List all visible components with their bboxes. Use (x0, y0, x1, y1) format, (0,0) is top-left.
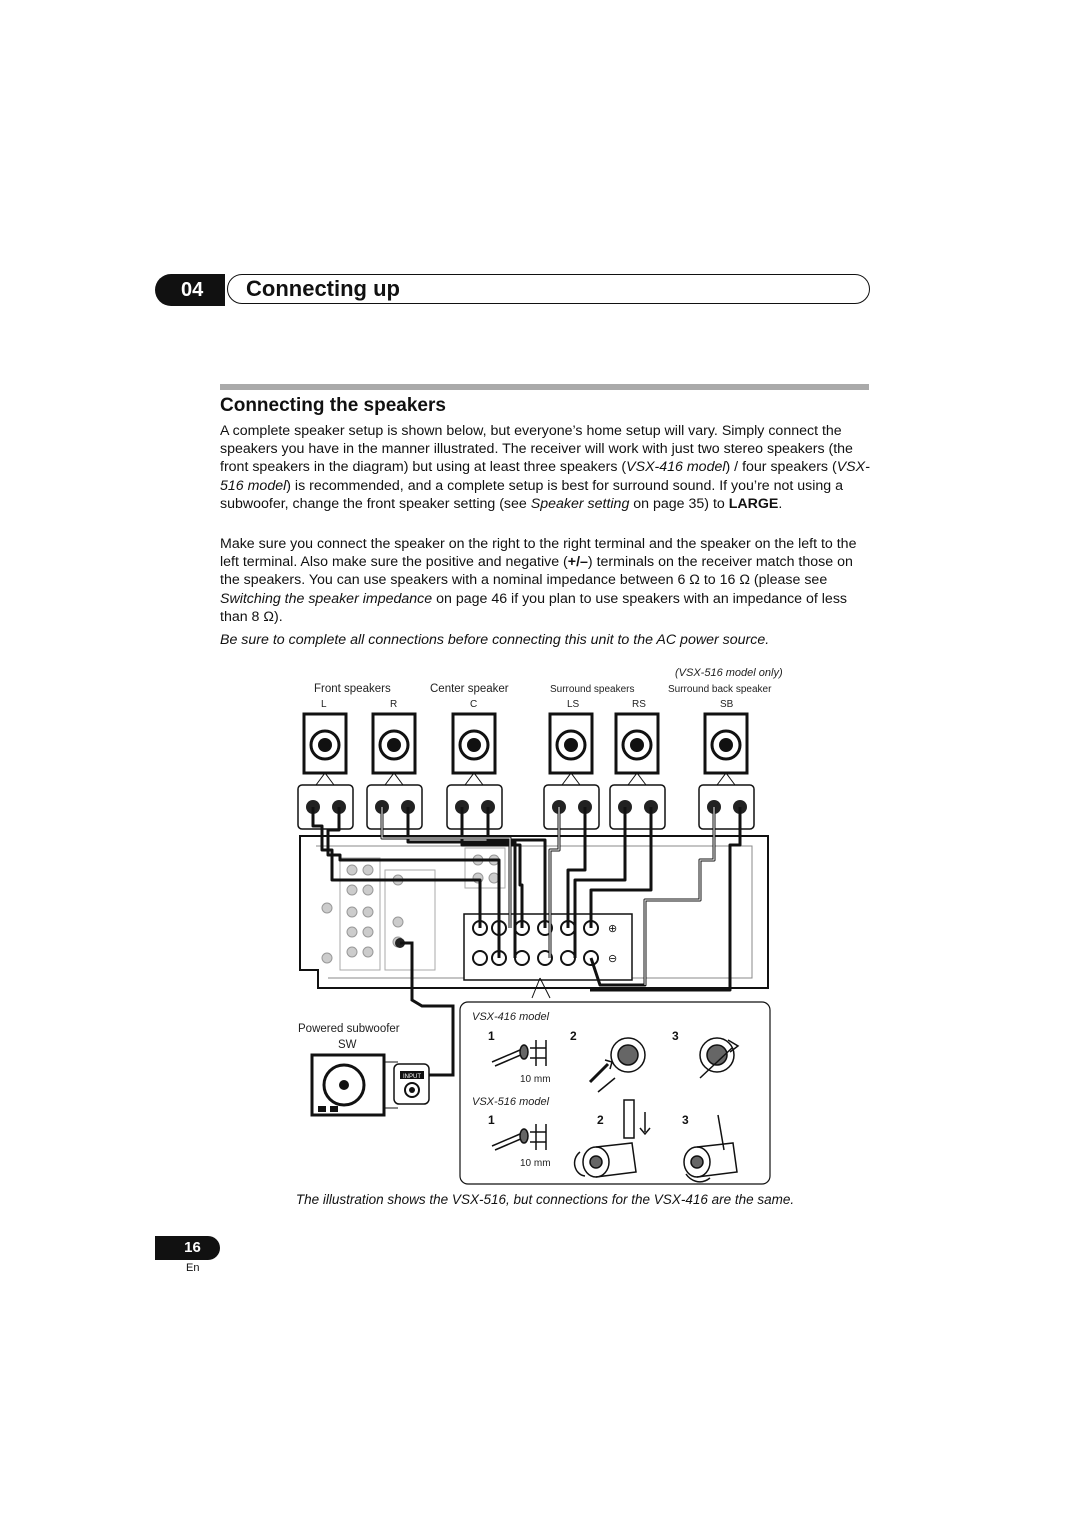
surround-speakers-label: Surround speakers (550, 684, 635, 695)
channel-C: C (470, 699, 477, 710)
channel-L: L (321, 699, 327, 710)
svg-text:3: 3 (682, 1113, 689, 1127)
polarity-paragraph: Make sure you connect the speaker on the… (220, 536, 857, 625)
speaker-SB (703, 712, 749, 775)
chapter-header: 04 Connecting up (155, 274, 870, 306)
inset-model-b: VSX-516 model (472, 1096, 550, 1108)
section-title: Connecting the speakers (220, 395, 446, 416)
input-label: INPUT (403, 1074, 421, 1080)
svg-text:10 mm: 10 mm (520, 1074, 551, 1085)
subwoofer-channel: SW (338, 1039, 357, 1051)
front-speakers-label: Front speakers (314, 683, 391, 695)
vsx516-only-note: (VSX-516 model only) (675, 667, 783, 679)
channel-LS: LS (567, 699, 580, 710)
surround-back-label: Surround back speaker (668, 684, 772, 695)
speaker-R (371, 712, 417, 775)
figure-caption: The illustration shows the VSX-516, but … (295, 1192, 795, 1207)
intro-paragraph: A complete speaker setup is shown below,… (220, 423, 870, 512)
svg-text:3: 3 (672, 1029, 679, 1043)
svg-text:⊕: ⊕ (608, 923, 617, 935)
speaker-RS (614, 712, 660, 775)
center-speaker-label: Center speaker (430, 683, 509, 695)
terminal-blocks (297, 784, 755, 830)
subwoofer-label: Powered subwoofer (298, 1023, 400, 1035)
wiring-inset: VSX-416 model 1 2 3 10 mm VSX-516 model … (459, 1001, 771, 1185)
speaker-LS (548, 712, 594, 775)
channel-RS: RS (632, 699, 646, 710)
page-language: En (186, 1262, 200, 1274)
inset-model-a: VSX-416 model (472, 1011, 550, 1023)
page-number: 16 (155, 1236, 220, 1260)
svg-text:10 mm: 10 mm (520, 1158, 551, 1169)
svg-text:1: 1 (488, 1113, 495, 1127)
chapter-number: 04 (155, 274, 225, 306)
svg-text:⊖: ⊖ (608, 953, 617, 965)
svg-text:2: 2 (597, 1113, 604, 1127)
chapter-title: Connecting up (227, 274, 870, 304)
channel-SB: SB (720, 699, 734, 710)
svg-text:1: 1 (488, 1029, 495, 1043)
powered-subwoofer: INPUT (310, 1053, 430, 1117)
channel-R: R (390, 699, 397, 710)
warning-paragraph: Be sure to complete all connections befo… (220, 632, 770, 648)
svg-text:2: 2 (570, 1029, 577, 1043)
speaker-C (451, 712, 497, 775)
speaker-L (302, 712, 348, 775)
section-rule (220, 384, 869, 390)
